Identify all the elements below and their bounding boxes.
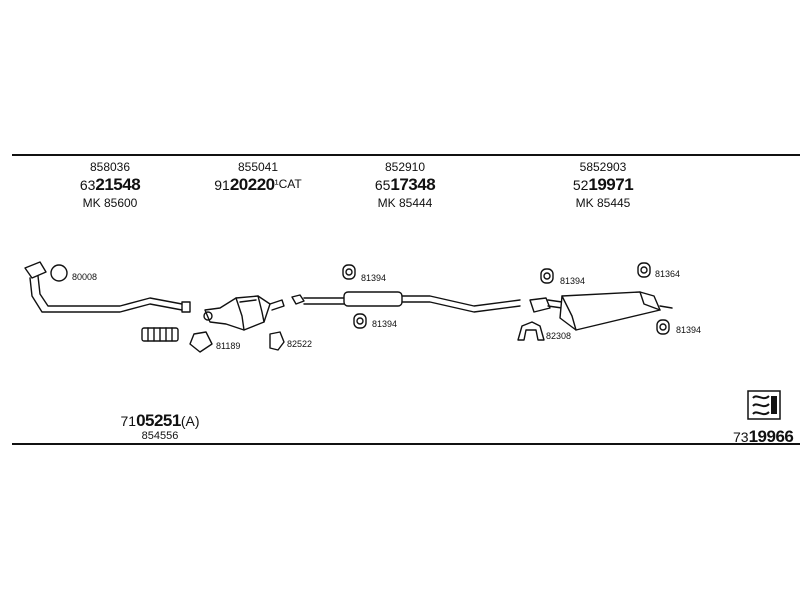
middle-silencer-drawing <box>291 264 521 329</box>
gasket-icon <box>189 331 213 353</box>
rubber-hanger-icon <box>540 268 554 284</box>
part-number: 858036 <box>89 160 131 174</box>
order-code: 5219971 <box>572 175 634 194</box>
hanger-label: 81394 <box>560 276 586 286</box>
manufacturer-logo-icon <box>747 390 781 420</box>
section-front-pipe: 858036 6321548 MK 85600 <box>70 161 150 209</box>
u-clamp-icon <box>517 321 545 341</box>
hanger-label: 81364 <box>655 269 681 279</box>
order-code: 6321548 <box>79 175 141 194</box>
rubber-hanger-icon <box>353 313 367 329</box>
rubber-hanger-icon <box>656 319 670 335</box>
part-number: 5852903 <box>579 160 627 174</box>
clamp-icon <box>269 331 285 351</box>
order-code: 7105251(A) <box>120 411 200 430</box>
hanger-label: 81394 <box>372 319 398 329</box>
gasket-label: 81189 <box>216 341 241 351</box>
ring-gasket-icon <box>50 264 68 282</box>
hanger-label: 81394 <box>361 273 387 283</box>
hanger-label: 81394 <box>676 325 702 335</box>
kit-number: MK 85444 <box>377 196 433 210</box>
rear-silencer-drawing <box>517 262 673 341</box>
bottom-divider <box>12 443 800 445</box>
part-number: 852910 <box>384 160 426 174</box>
section-middle-silencer: 852910 6517348 MK 85444 <box>360 161 450 209</box>
footer-right-code: 7319966 <box>733 427 794 446</box>
front-pipe-drawing <box>24 261 191 313</box>
footer-left-code: 7105251(A) 854556 <box>110 412 210 442</box>
catalyst-drawing <box>189 295 285 353</box>
kit-number: MK 85445 <box>575 196 631 210</box>
rubber-hanger-icon <box>637 262 651 278</box>
kit-number: MK 85600 <box>82 196 138 210</box>
order-code: 9120220¹CAT <box>214 175 302 194</box>
order-code: 6517348 <box>374 175 436 194</box>
sub-part-number: 854556 <box>141 430 179 442</box>
ring-gasket-label: 80008 <box>72 272 98 282</box>
u-clamp-label: 82308 <box>546 331 572 341</box>
part-number: 855041 <box>237 160 279 174</box>
section-rear-silencer: 5852903 5219971 MK 85445 <box>558 161 648 209</box>
clamp-label: 82522 <box>287 339 313 349</box>
top-divider <box>12 154 800 156</box>
flex-gasket-drawing <box>141 327 179 342</box>
rubber-hanger-icon <box>342 264 356 280</box>
section-catalyst: 855041 9120220¹CAT <box>198 161 318 194</box>
